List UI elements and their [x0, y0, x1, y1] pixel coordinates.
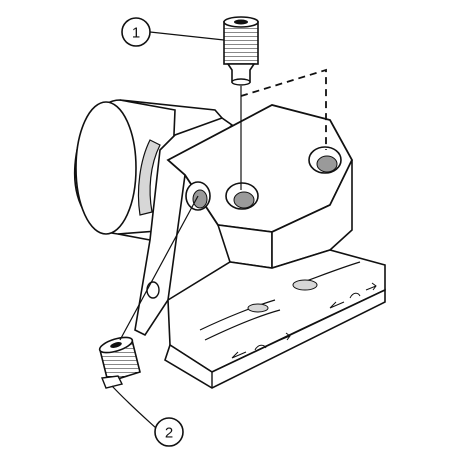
- callout-1-circle: [121, 17, 151, 47]
- callout-2-circle: [154, 417, 184, 447]
- assembly-lines: [119, 68, 327, 341]
- callout-1-label: 1: [132, 25, 140, 42]
- callout-2-label: 2: [165, 425, 173, 442]
- shank: [73, 99, 223, 241]
- clamping-screw: [223, 16, 259, 86]
- coolant-plug: [98, 336, 141, 389]
- shank-end-face: [75, 101, 137, 235]
- holes: [146, 146, 342, 299]
- coolant-port: [146, 281, 160, 299]
- callout-2: 2: [111, 385, 184, 447]
- callout-1: 1: [121, 17, 225, 47]
- direction-arrows: [231, 282, 377, 359]
